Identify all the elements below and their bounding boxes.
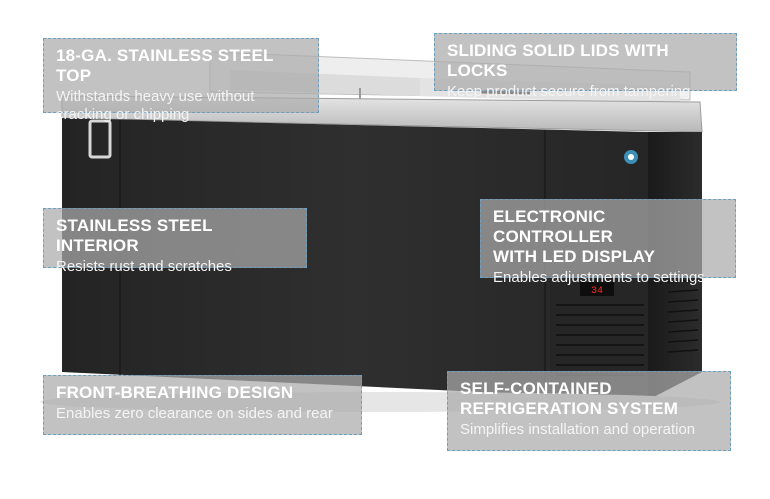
callout-sliding-lids: SLIDING SOLID LIDS WITH LOCKS Keep produ… (434, 33, 737, 100)
side-vent-grille (667, 279, 699, 353)
callout-description: Enables adjustments to settings (493, 269, 705, 286)
callout-title: STAINLESS STEEL INTERIOR (56, 216, 213, 255)
callout-stainless-top: 18-GA. STAINLESS STEEL TOP Withstands he… (43, 38, 319, 123)
callout-description: Resists rust and scratches (56, 258, 232, 275)
callout-description: Withstands heavy use without cracking or… (56, 88, 255, 123)
door-handle (88, 119, 112, 159)
callout-description: Keep product secure from tampering (447, 83, 691, 100)
controller-panel: 34 (550, 278, 699, 388)
callout-refrigeration-system: SELF-CONTAINED REFRIGERATION SYSTEM Simp… (447, 371, 731, 451)
brand-badge-icon (624, 150, 638, 164)
callout-title: SLIDING SOLID LIDS WITH LOCKS (447, 41, 669, 80)
callout-title: SELF-CONTAINED REFRIGERATION SYSTEM (460, 379, 679, 418)
callout-electronic-controller: ELECTRONIC CONTROLLER WITH LED DISPLAY E… (480, 199, 736, 286)
cabinet-front (62, 118, 648, 400)
callout-title: ELECTRONIC CONTROLLER WITH LED DISPLAY (493, 207, 656, 266)
callout-description: Simplifies installation and operation (460, 421, 696, 438)
callout-front-breathing: FRONT-BREATHING DESIGN Enables zero clea… (43, 375, 362, 435)
led-display: 34 (591, 286, 603, 297)
callout-description: Enables zero clearance on sides and rear (56, 405, 333, 422)
callout-title: FRONT-BREATHING DESIGN (56, 383, 294, 402)
callout-stainless-interior: STAINLESS STEEL INTERIOR Resists rust an… (43, 208, 307, 275)
callout-title: 18-GA. STAINLESS STEEL TOP (56, 46, 274, 85)
